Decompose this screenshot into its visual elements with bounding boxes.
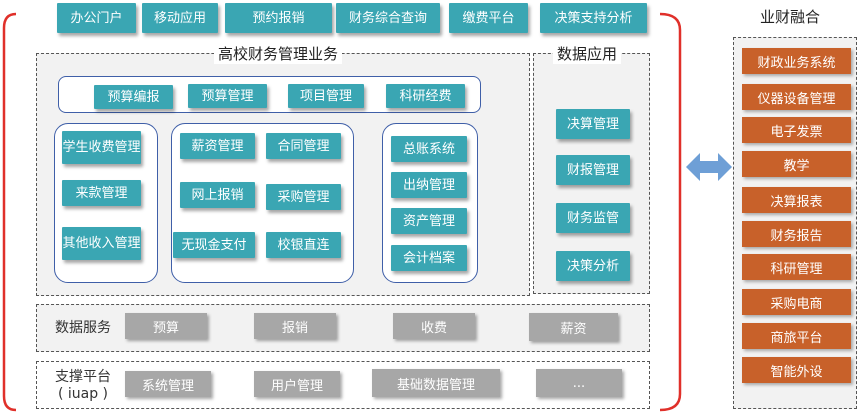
double-arrow-icon [686,153,732,181]
business-title: 高校财务管理业务 [214,43,343,64]
final-accounts-button[interactable]: 决算管理 [556,109,630,139]
research-funds-button[interactable]: 科研经费 [386,84,465,108]
support-label-iuap: ( iuap ) [57,386,109,402]
integration-item[interactable]: 决算报表 [742,187,851,213]
salary-button[interactable]: 薪资管理 [180,133,255,159]
other-income-button[interactable]: 其他收入管理 [62,227,141,260]
general-ledger-button[interactable]: 总账系统 [391,136,467,162]
system-manage-button[interactable]: 系统管理 [125,371,211,397]
nav-office-portal[interactable]: 办公门户 [57,3,136,33]
nav-reimburse-booking[interactable]: 预约报销 [225,3,332,33]
integration-item[interactable]: 教学 [742,151,851,177]
finance-supervision-button[interactable]: 财务监管 [556,203,630,233]
integration-item[interactable]: 采购电商 [742,289,851,315]
financial-report-button[interactable]: 财报管理 [556,155,630,185]
integration-item[interactable]: 财务报告 [742,221,851,247]
online-reimburse-button[interactable]: 网上报销 [180,182,255,208]
accounting-archive-button[interactable]: 会计档案 [391,245,467,271]
nav-mobile-app[interactable]: 移动应用 [142,3,218,33]
integration-item[interactable]: 商旅平台 [742,323,851,349]
incoming-funds-button[interactable]: 来款管理 [62,180,141,206]
decision-analysis-button[interactable]: 决策分析 [556,251,630,281]
contract-button[interactable]: 合同管理 [266,133,341,159]
integration-item[interactable]: 科研管理 [742,254,851,280]
integration-item[interactable]: 智能外设 [742,357,851,383]
service-reimburse-button[interactable]: 报销 [254,313,336,339]
bank-direct-button[interactable]: 校银直连 [266,232,341,258]
asset-manage-button[interactable]: 资产管理 [391,208,467,234]
cashless-pay-button[interactable]: 无现金支付 [173,232,255,258]
more-button[interactable]: ... [536,369,622,397]
integration-item[interactable]: 电子发票 [742,117,851,143]
data-app-title: 数据应用 [553,43,622,64]
cashier-button[interactable]: 出纳管理 [391,172,467,198]
user-manage-button[interactable]: 用户管理 [254,371,340,397]
nav-finance-query[interactable]: 财务综合查询 [336,3,440,33]
support-platform-label: 支撑平台 ( iuap ) [44,366,122,406]
integration-item[interactable]: 仪器设备管理 [742,84,851,110]
data-service-label: 数据服务 [55,319,111,336]
service-budget-button[interactable]: 预算 [125,313,207,339]
procurement-button[interactable]: 采购管理 [266,184,341,210]
service-fee-button[interactable]: 收费 [393,313,475,339]
service-salary-button[interactable]: 薪资 [529,313,618,341]
nav-payment-platform[interactable]: 缴费平台 [449,3,528,33]
support-label-name: 支撑平台 [55,369,111,385]
integration-item[interactable]: 财政业务系统 [742,48,851,74]
integration-title: 业财融合 [760,6,821,27]
nav-decision-support[interactable]: 决策支持分析 [540,3,647,33]
budget-manage-button[interactable]: 预算管理 [188,84,267,108]
budget-compile-button[interactable]: 预算编报 [94,85,173,109]
student-fee-button[interactable]: 学生收费管理 [62,131,141,164]
base-data-manage-button[interactable]: 基础数据管理 [372,369,500,397]
project-manage-button[interactable]: 项目管理 [288,84,364,108]
